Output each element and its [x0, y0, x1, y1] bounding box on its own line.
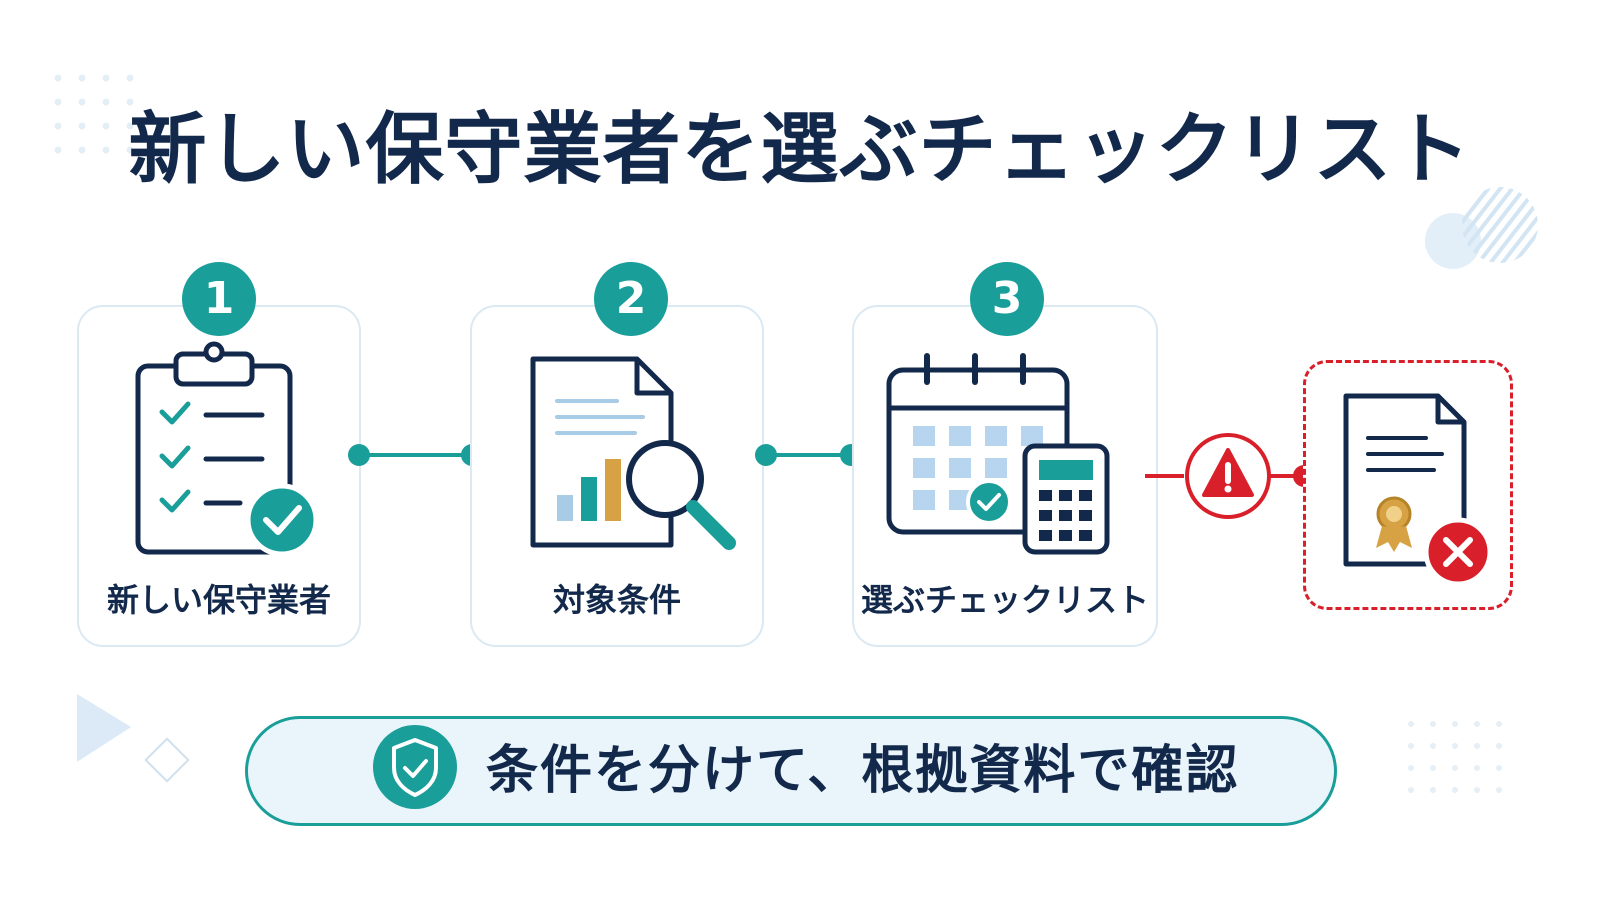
step-number-badge: 1: [182, 262, 256, 336]
warning-icon: [1185, 433, 1271, 519]
page-title: 新しい保守業者を選ぶチェックリスト: [128, 105, 1472, 195]
step-number-badge: 2: [594, 262, 668, 336]
dot-grid-bottom-right: [1408, 721, 1502, 793]
calendar-calculator-icon: [886, 353, 1110, 555]
dot-grid-top-left: [54, 74, 134, 154]
step-label: 選ぶチェックリスト: [860, 581, 1149, 619]
document-magnifier-icon: [530, 356, 736, 550]
summary-text: 条件を分けて、根拠資料で確認: [486, 741, 1240, 801]
diamond-decoration: [144, 737, 190, 783]
step-label: 対象条件: [552, 581, 681, 619]
shield-check-icon: [373, 725, 457, 809]
step-label: 新しい保守業者: [106, 581, 331, 619]
certificate-rejected-icon: [1343, 393, 1493, 587]
circle-stripes-top-right: [1425, 187, 1538, 269]
triangle-play-decoration: [77, 694, 131, 762]
step-number-badge: 3: [970, 262, 1044, 336]
connector-line: [755, 444, 862, 466]
clipboard-checklist-icon: [135, 341, 319, 557]
connector-line: [348, 444, 483, 466]
